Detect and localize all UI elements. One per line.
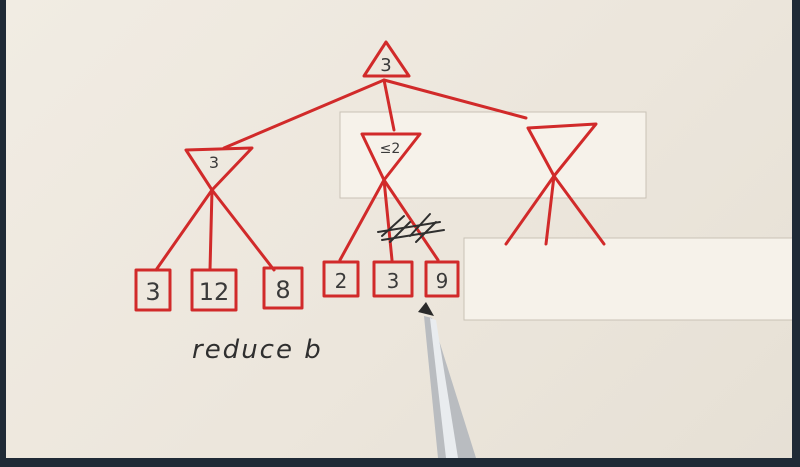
min-node-2-triangle [360,132,422,182]
min-node-3-triangle [526,122,598,178]
pen-icon [418,302,476,458]
root-value: 3 [380,55,391,76]
edge-min2-leaf6 [382,178,440,262]
minimax-tree-diagram: 3 3 ≤2 [134,40,792,458]
leaf-1-box [134,268,172,312]
edge-min1-leaf2 [208,188,214,272]
edge-root-min3 [382,78,528,120]
edge-min3-b [544,174,556,246]
edge-min3-a [504,174,556,246]
edge-min2-leaf5 [382,178,394,262]
leaf-4-value: 2 [335,269,348,293]
leaf-3-value: 8 [275,276,290,304]
leaf-5-value: 3 [387,269,400,293]
edge-min3-c [552,174,606,246]
min-node-1-value: 3 [209,153,219,172]
edge-min2-leaf4 [338,178,386,262]
edge-root-min1 [222,78,386,150]
leaf-6-value: 9 [436,269,449,293]
edge-root-min2 [382,78,396,132]
edge-min1-leaf1 [154,188,214,272]
leaf-2-box [190,268,238,312]
edge-min1-leaf3 [210,188,276,272]
root-max-triangle [362,40,411,78]
cover-card-bottom [463,237,792,321]
prune-mark-bars [377,221,445,241]
handwritten-note: reduce b [192,335,323,365]
leaf-6-box [424,260,460,298]
min-node-2-value: ≤2 [380,141,401,157]
paper-background: 3 3 ≤2 [6,0,792,458]
leaf-1-value: 3 [145,278,160,306]
leaf-5-box [372,260,414,298]
leaf-2-value: 12 [199,278,230,306]
leaf-3-box [262,266,304,310]
min-node-1-triangle [184,146,254,192]
leaf-4-box [322,260,360,298]
